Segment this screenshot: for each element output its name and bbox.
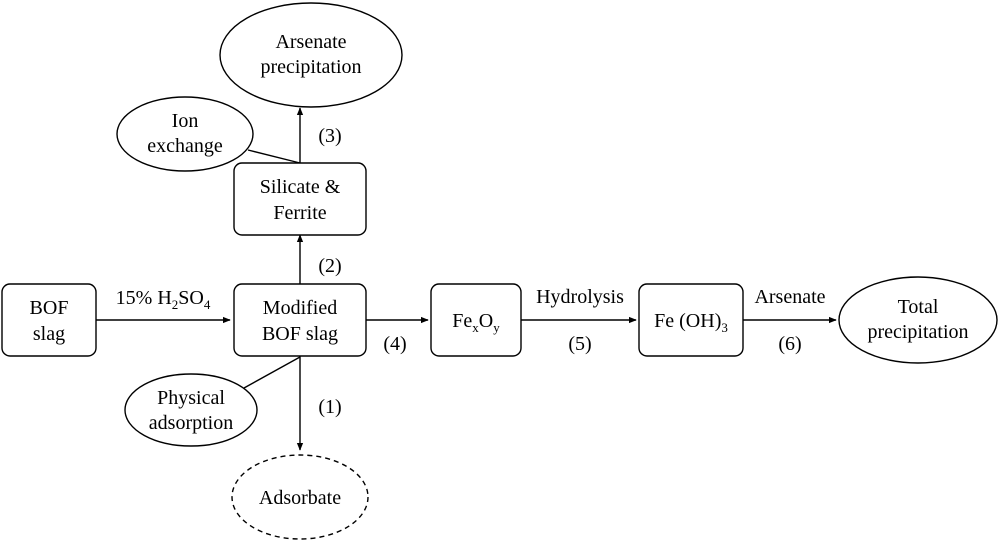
silicate-line1: Silicate & bbox=[260, 176, 341, 198]
total-precip-line2: precipitation bbox=[867, 321, 968, 343]
step-2-label: (2) bbox=[318, 255, 341, 277]
modified-slag-line2: BOF slag bbox=[262, 323, 338, 345]
step-5-label: (5) bbox=[568, 333, 591, 355]
physical-adsorption-line1: Physical bbox=[157, 387, 225, 409]
node-arsenate-precipitation: Arsenate precipitation bbox=[219, 2, 403, 108]
ion-exchange-line1: Ion bbox=[172, 110, 199, 132]
step-6-label: (6) bbox=[778, 333, 801, 355]
acid-label: 15% H2SO4 bbox=[116, 287, 211, 312]
node-feoh3: Fe (OH)3 bbox=[638, 283, 744, 357]
bof-slag-line1: BOF bbox=[30, 297, 69, 319]
link-physical-adsorption bbox=[243, 356, 301, 389]
node-bof-slag: BOF slag bbox=[1, 283, 97, 357]
node-modified-bof-slag: Modified BOF slag bbox=[233, 283, 367, 357]
bof-slag-line2: slag bbox=[33, 323, 65, 345]
step-4-label: (4) bbox=[383, 333, 406, 355]
step-1-label: (1) bbox=[318, 396, 341, 418]
node-fexoy: FexOy bbox=[430, 283, 522, 357]
node-ion-exchange: Ion exchange bbox=[116, 96, 254, 172]
hydrolysis-label: Hydrolysis bbox=[536, 286, 624, 308]
node-physical-adsorption: Physical adsorption bbox=[124, 373, 258, 447]
fexoy-label: FexOy bbox=[452, 310, 500, 335]
node-adsorbate: Adsorbate bbox=[231, 454, 369, 540]
node-silicate-ferrite: Silicate & Ferrite bbox=[233, 162, 367, 236]
silicate-line2: Ferrite bbox=[273, 202, 326, 224]
modified-slag-line1: Modified bbox=[263, 297, 337, 319]
node-total-precipitation: Total precipitation bbox=[838, 276, 998, 364]
step-3-label: (3) bbox=[318, 125, 341, 147]
ion-exchange-line2: exchange bbox=[147, 135, 223, 157]
arsenate-edge-label: Arsenate bbox=[754, 286, 825, 308]
total-precip-line1: Total bbox=[898, 296, 939, 318]
arsenate-precip-line1: Arsenate bbox=[275, 31, 346, 53]
adsorbate-label: Adsorbate bbox=[259, 487, 341, 509]
physical-adsorption-line2: adsorption bbox=[149, 412, 233, 434]
arsenate-precip-line2: precipitation bbox=[260, 56, 361, 78]
link-ion-exchange bbox=[247, 149, 301, 164]
feoh3-label: Fe (OH)3 bbox=[654, 310, 728, 335]
